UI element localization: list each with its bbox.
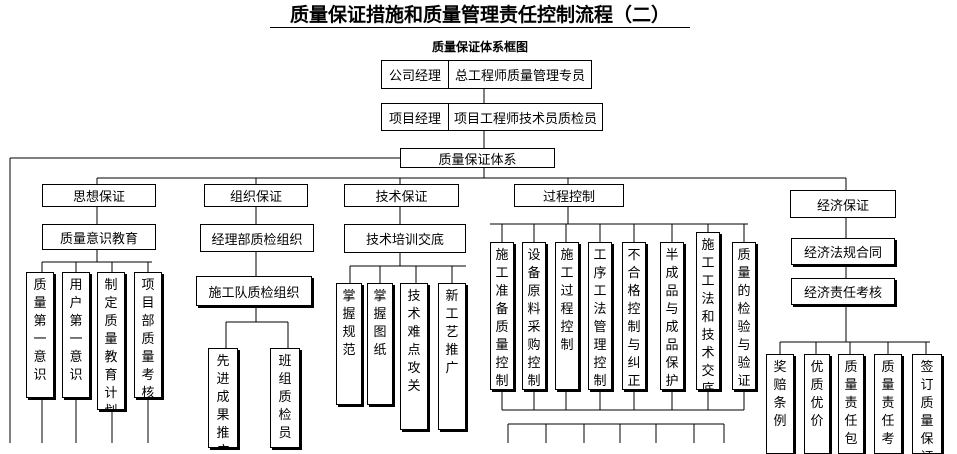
- leaf-label: 质量的检验与验证: [737, 248, 751, 389]
- sub-quality-awareness: 质量意识教育: [42, 224, 156, 250]
- leaf-label: 设备原料采购控制: [527, 248, 541, 389]
- leaf-label: 优质优价: [810, 360, 824, 429]
- leaf-label: 半成品与成品保护: [665, 248, 679, 389]
- leaf-guocheng: 半成品与成品保护: [660, 242, 684, 390]
- connector-lines: [9, 89, 930, 443]
- leaf-jishu: 新工艺推广: [438, 283, 466, 430]
- leaf-zuzhi: 先进成果推广: [208, 348, 238, 448]
- leaf-jingji: 签订质量保证: [912, 354, 942, 454]
- leaf-label: 工序工法管理控制: [593, 248, 607, 389]
- node-project-engineer: 项目工程师技术员质检员: [448, 103, 603, 131]
- node-project-manager: 项目经理: [381, 103, 449, 131]
- leaf-label: 新工艺推广: [445, 289, 459, 376]
- leaf-sixiang: 质量第一意识: [26, 272, 54, 398]
- leaf-guocheng: 施工过程控制: [555, 242, 579, 390]
- category-guocheng: 过程控制: [514, 184, 624, 207]
- leaf-label: 不合格控制与纠正: [627, 248, 641, 389]
- page-title: 质量保证措施和质量管理责任控制流程（二）: [270, 2, 690, 28]
- leaf-jingji: 质量责任包: [838, 354, 864, 454]
- leaf-label: 施工工法和技术交底: [701, 238, 715, 390]
- leaf-guocheng: 施工准备质量控制: [490, 242, 514, 390]
- leaf-guocheng: 工序工法管理控制: [588, 242, 612, 390]
- leaf-label: 质量责任包: [844, 360, 858, 447]
- leaf-guocheng: 施工工法和技术交底: [696, 232, 720, 390]
- leaf-label: 用户第一意识: [69, 278, 83, 383]
- node-quality-system: 质量保证体系: [400, 148, 555, 168]
- leaf-guocheng: 质量的检验与验证: [732, 242, 756, 390]
- sub-manager-qc: 经理部质检组织: [200, 224, 314, 252]
- diagram-subtitle: 质量保证体系框图: [431, 40, 528, 54]
- category-zuzhi: 组织保证: [204, 184, 308, 207]
- leaf-label: 质量第一意识: [33, 278, 47, 383]
- leaf-label: 施工准备质量控制: [495, 248, 509, 389]
- leaf-jingji: 奖赔条例: [766, 354, 794, 454]
- category-jishu: 技术保证: [344, 184, 459, 207]
- node-chief-engineer: 总工程师质量管理专员: [448, 60, 592, 89]
- leaf-label: 项目部质量考核: [141, 278, 155, 398]
- leaf-jingji: 质量责任考: [874, 354, 902, 454]
- leaf-zuzhi: 班组质检员: [270, 348, 300, 448]
- leaf-label: 制定质量教育计划: [104, 278, 118, 409]
- leaf-label: 班组质检员: [278, 354, 292, 441]
- leaf-label: 施工过程控制: [560, 248, 574, 353]
- node-company-manager: 公司经理: [381, 60, 449, 89]
- diagram-canvas: 质量保证措施和质量管理责任控制流程（二） 质量保证体系框图 公司经理 总工程师质…: [9, 2, 942, 454]
- leaf-jingji: 优质优价: [804, 354, 830, 454]
- leaf-jishu: 技术难点攻关: [400, 283, 428, 430]
- leaf-jishu: 掌握规范: [336, 283, 362, 405]
- category-jingji: 经济保证: [790, 190, 896, 218]
- leaf-label: 掌握图纸: [373, 289, 387, 358]
- leaf-label: 签订质量保证: [920, 360, 934, 453]
- leaf-jishu: 掌握图纸: [367, 283, 393, 405]
- sub-legal-contract: 经济法规合同: [791, 238, 895, 265]
- leaf-guocheng: 设备原料采购控制: [522, 242, 546, 390]
- sub-team-qc: 施工队质检组织: [196, 276, 312, 306]
- leaf-label: 先进成果推广: [216, 354, 230, 447]
- leaf-sixiang: 制定质量教育计划: [97, 272, 125, 410]
- leaf-sixiang: 项目部质量考核: [134, 272, 162, 398]
- leaf-label: 奖赔条例: [773, 360, 787, 429]
- leaf-label: 质量责任考: [881, 360, 895, 447]
- leaf-sixiang: 用户第一意识: [62, 272, 90, 398]
- leaf-label: 掌握规范: [342, 289, 356, 358]
- category-sixiang: 思想保证: [42, 184, 156, 207]
- leaf-label: 技术难点攻关: [407, 289, 421, 394]
- sub-tech-training: 技术培训交底: [344, 224, 466, 253]
- sub-responsibility: 经济责任考核: [791, 278, 895, 305]
- leaf-guocheng: 不合格控制与纠正: [622, 242, 646, 390]
